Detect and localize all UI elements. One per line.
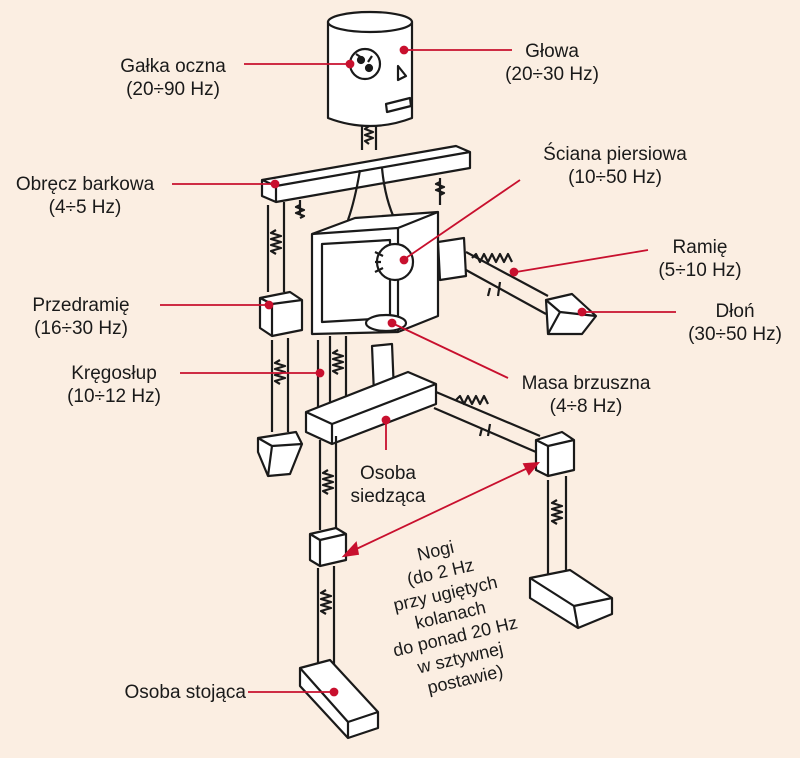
knee-block [534, 430, 576, 478]
label-arm-freq: (5÷10 Hz) [658, 260, 742, 281]
label-standing: Osoba stojąca [60, 681, 246, 704]
abdomen-mass [364, 313, 408, 333]
pelvis-block [304, 370, 438, 446]
label-forearm-freq: (16÷30 Hz) [34, 318, 128, 339]
label-abdomen: Masa brzuszna (4÷8 Hz) [506, 372, 666, 418]
right-arm [436, 236, 598, 336]
label-head: Głowa (20÷30 Hz) [482, 40, 622, 86]
label-forearm: Przedramię (16÷30 Hz) [6, 294, 156, 340]
label-arm: Ramię (5÷10 Hz) [640, 236, 760, 282]
right-foot [528, 568, 614, 630]
right-leg [433, 390, 614, 630]
thorax-box [310, 210, 440, 336]
label-head-freq: (20÷30 Hz) [505, 64, 599, 85]
label-hand-freq: (30÷50 Hz) [688, 324, 782, 345]
label-eyeball-name: Gałka oczna [120, 56, 226, 77]
label-forearm-name: Przedramię [32, 295, 130, 316]
label-abdomen-name: Masa brzuszna [521, 373, 651, 394]
label-shoulder-girdle-freq: (4÷5 Hz) [48, 197, 122, 218]
label-sitting-line2: siedząca [350, 486, 426, 507]
label-shoulder-girdle: Obręcz barkowa (4÷5 Hz) [0, 173, 170, 219]
shoulder-girdle [260, 144, 472, 204]
left-foot [298, 658, 380, 740]
label-abdomen-freq: (4÷8 Hz) [549, 396, 623, 417]
label-arm-name: Ramię [672, 237, 728, 258]
label-spine-freq: (10÷12 Hz) [67, 386, 161, 407]
label-hand-name: Dłoń [715, 301, 755, 322]
label-eyeball: Gałka oczna (20÷90 Hz) [98, 55, 248, 101]
left-arm [256, 202, 304, 478]
label-sitting-line1: Osoba [360, 463, 416, 484]
eyeball [348, 47, 382, 81]
label-shoulder-girdle-name: Obręcz barkowa [15, 174, 155, 195]
label-eyeball-freq: (20÷90 Hz) [126, 79, 220, 100]
label-spine-name: Kręgosłup [71, 363, 157, 384]
label-head-name: Głowa [525, 41, 579, 62]
label-standing-name: Osoba stojąca [124, 682, 246, 703]
left-knee-block [308, 526, 348, 568]
label-sitting: Osoba siedząca [338, 462, 438, 508]
label-chest-wall-name: Ściana piersiowa [543, 144, 687, 165]
label-spine: Kręgosłup (10÷12 Hz) [44, 362, 184, 408]
label-chest-wall-freq: (10÷50 Hz) [568, 167, 662, 188]
leader-lines [160, 45, 676, 697]
left-hand [256, 430, 304, 478]
label-hand: Dłoń (30÷50 Hz) [670, 300, 800, 346]
left-leg [298, 436, 380, 740]
label-chest-wall: Ściana piersiowa (10÷50 Hz) [520, 143, 710, 189]
forearm-block [258, 290, 304, 338]
head-cylinder [326, 10, 414, 128]
